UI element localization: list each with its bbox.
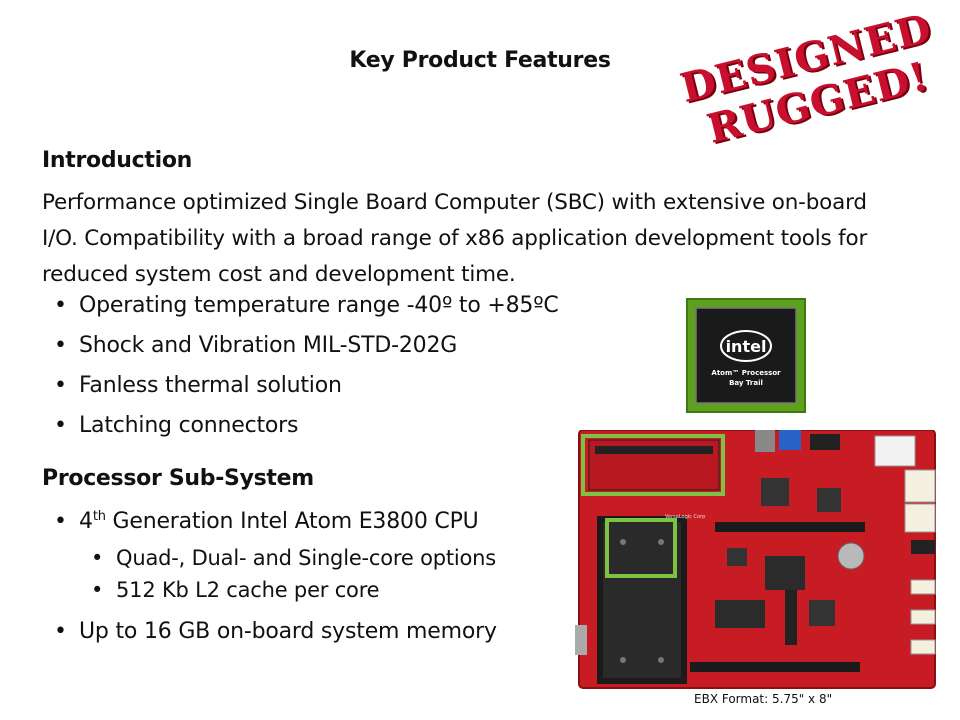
chip-line-1: Atom™ Processor	[711, 369, 781, 377]
sub-list-container: Quad-, Dual- and Single-core options 512…	[54, 542, 497, 606]
list-item: Latching connectors	[54, 406, 559, 446]
processor-bullet-list: 4th Generation Intel Atom E3800 CPU Quad…	[54, 502, 497, 652]
page-title: Key Product Features	[349, 48, 611, 73]
intel-atom-chip-image: intel Atom™ Processor Bay Trail	[686, 298, 806, 413]
introduction-paragraph: Performance optimized Single Board Compu…	[42, 190, 868, 287]
designed-rugged-stamp: DESIGNED RUGGED!	[676, 4, 936, 204]
list-item: Fanless thermal solution	[54, 366, 559, 406]
processor-sub-bullet-list: Quad-, Dual- and Single-core options 512…	[91, 542, 497, 606]
list-item: Quad-, Dual- and Single-core options	[91, 542, 497, 574]
list-item: 4th Generation Intel Atom E3800 CPU	[54, 502, 497, 542]
board-label-text: VersaLogic Corp	[665, 514, 705, 520]
list-item: Operating temperature range -40º to +85º…	[54, 286, 559, 326]
introduction-heading: Introduction	[42, 148, 193, 173]
board-photo: VersaLogic Corp	[575, 430, 936, 689]
list-item: Shock and Vibration MIL-STD-202G	[54, 326, 559, 366]
processor-heading: Processor Sub-System	[42, 466, 314, 491]
introduction-bullet-list: Operating temperature range -40º to +85º…	[54, 286, 559, 446]
list-item: 512 Kb L2 cache per core	[91, 574, 497, 606]
chip-line-2: Bay Trail	[729, 379, 763, 387]
list-item: Up to 16 GB on-board system memory	[54, 612, 497, 652]
ordinal-suffix: th	[92, 509, 106, 524]
generation-number: 4	[79, 509, 93, 534]
intel-logo-text: intel	[726, 337, 767, 356]
board-caption: EBX Format: 5.75" x 8"	[694, 692, 833, 706]
cpu-text: Generation Intel Atom E3800 CPU	[105, 509, 479, 534]
